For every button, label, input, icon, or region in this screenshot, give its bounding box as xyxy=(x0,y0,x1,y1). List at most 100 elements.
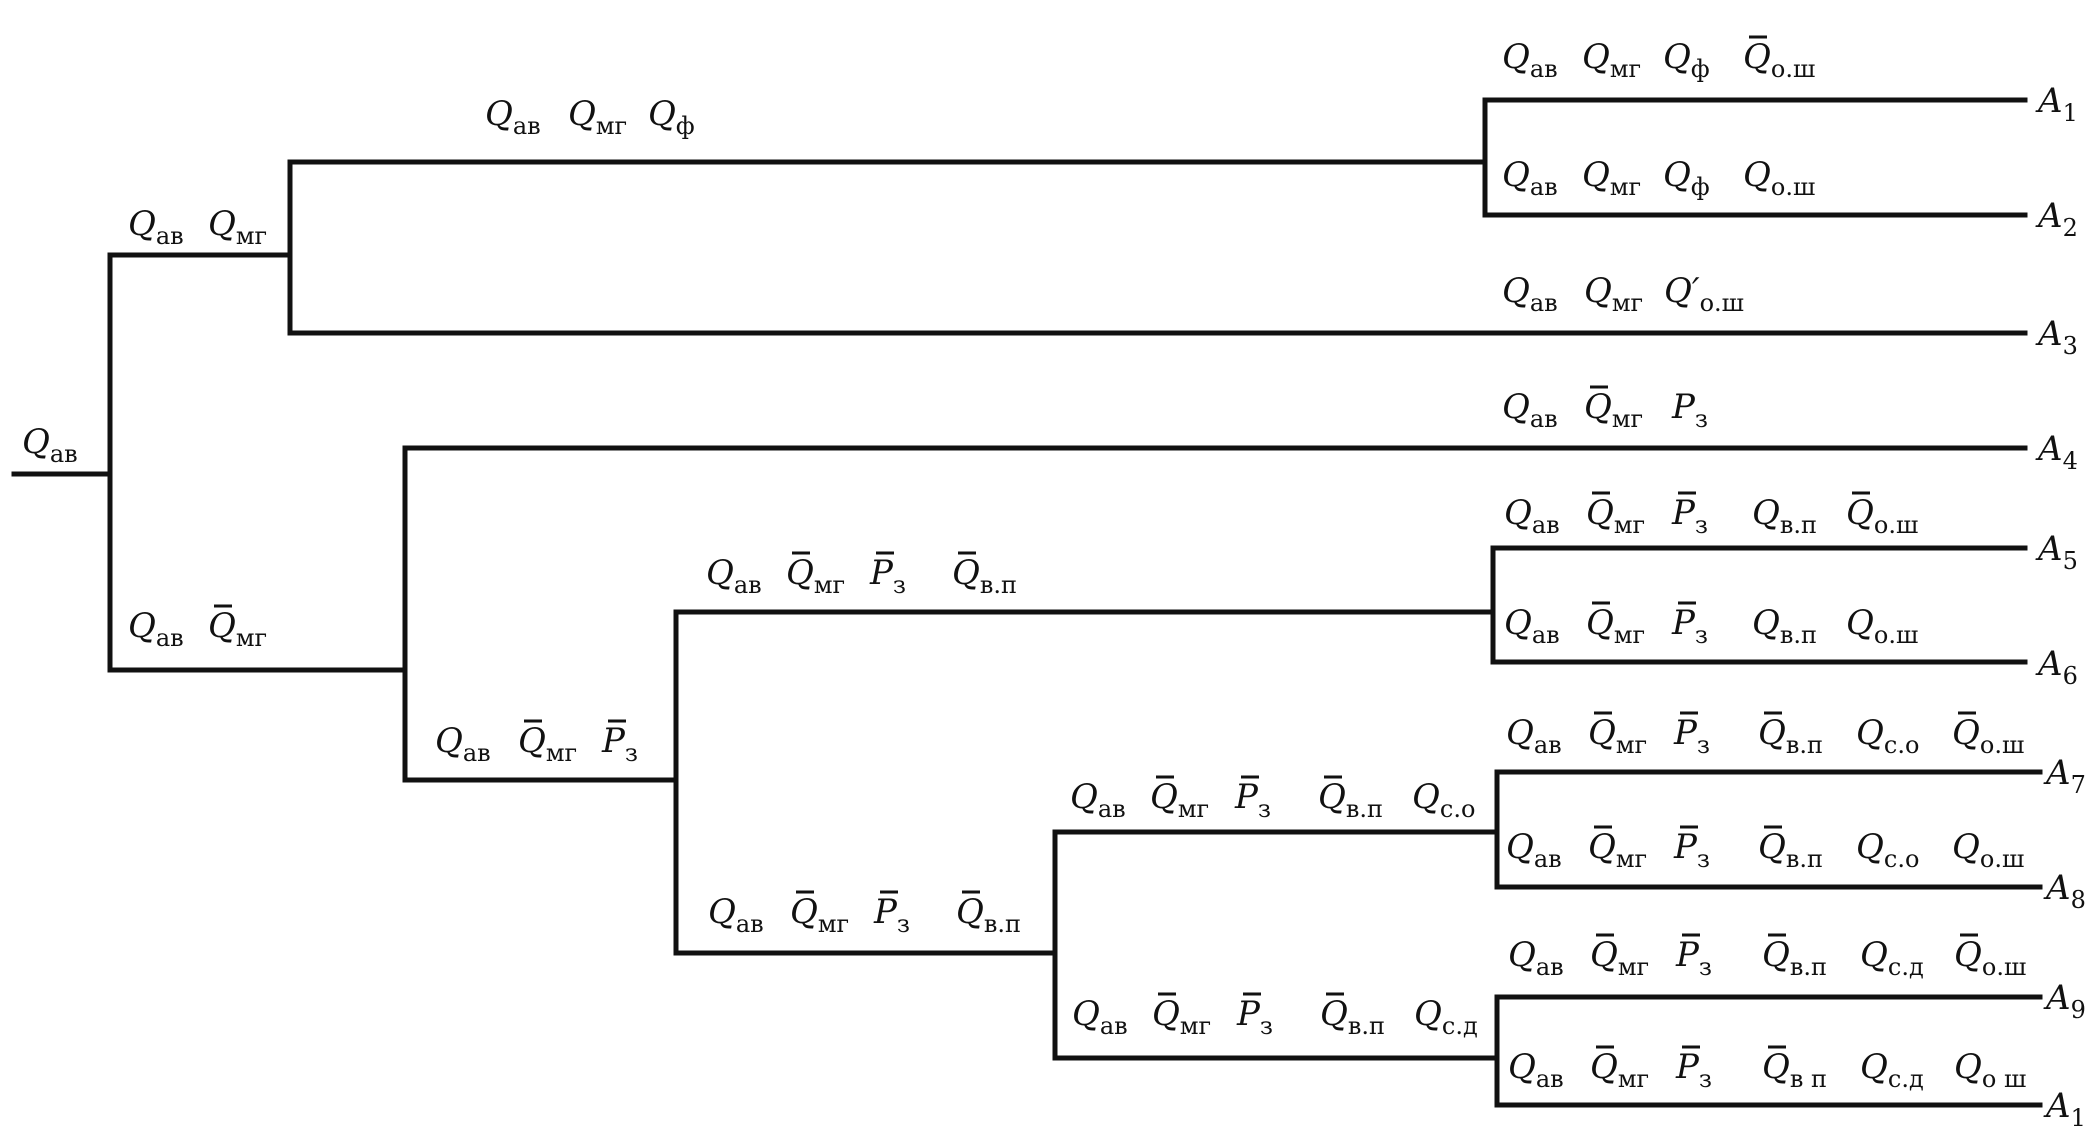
symbol-subscript: з xyxy=(897,910,910,938)
symbol-text: Pз xyxy=(1673,827,1710,873)
node-n5-symbol: Qв.п xyxy=(952,551,1017,599)
symbol-letter: Q xyxy=(1758,713,1786,753)
outcome-letter: A xyxy=(2035,644,2063,684)
symbol-letter: Q xyxy=(1586,603,1614,643)
symbol-letter: Q xyxy=(1954,1047,1982,1087)
symbol-letter: Q xyxy=(1856,713,1884,753)
leaf-A8-symbol: Qмг xyxy=(1588,825,1647,873)
node-n7-symbol: Qав xyxy=(1070,777,1126,823)
symbol-subscript: о.ш xyxy=(1980,731,2024,759)
symbol-subscript: ф xyxy=(1691,173,1710,201)
symbol-text: Pз xyxy=(601,721,638,767)
symbol-subscript: мг xyxy=(1618,953,1649,981)
outcome-label-A9: A9 xyxy=(2043,978,2086,1024)
outcome-index: 4 xyxy=(2063,447,2078,475)
symbol-text: Qмг xyxy=(208,204,267,250)
symbol-text: Pз xyxy=(1675,1047,1712,1093)
symbol-letter: P xyxy=(869,553,894,593)
symbol-letter: Q xyxy=(648,94,676,134)
symbol-subscript: о ш xyxy=(1982,1065,2026,1093)
symbol-subscript: мг xyxy=(1610,173,1641,201)
symbol-subscript: мг xyxy=(1616,845,1647,873)
symbol-text: Q′о.ш xyxy=(1664,271,1744,317)
symbol-subscript: ав xyxy=(463,739,491,767)
symbol-text: Qав xyxy=(1508,1047,1564,1093)
symbol-subscript: ав xyxy=(50,440,78,468)
leaf-A9-symbol: Qмг xyxy=(1590,933,1649,981)
leaf-A5-symbol: Qо.ш xyxy=(1846,491,1918,539)
outcome-label-A10: A1 xyxy=(2043,1086,2086,1132)
symbol-text: Qав xyxy=(706,553,762,599)
symbol-text: Qс.о xyxy=(1856,713,1919,759)
leaf-A10-symbol: Pз xyxy=(1675,1045,1712,1093)
symbol-text: Qмг xyxy=(1584,271,1643,317)
outcome-label-A4: A4 xyxy=(2035,429,2078,475)
symbol-subscript: в.п xyxy=(1790,953,1827,981)
leaf-A8-symbol: Pз xyxy=(1673,825,1710,873)
symbol-letter: P xyxy=(1675,935,1700,975)
symbol-text: Qмг xyxy=(1582,155,1641,201)
symbol-letter: Q xyxy=(208,204,236,244)
symbol-subscript: ав xyxy=(1530,289,1558,317)
symbol-letter: Q xyxy=(1590,935,1618,975)
outcome-letter: A xyxy=(2035,81,2063,121)
symbol-text: Qав xyxy=(1502,271,1558,317)
symbol-text: Qав xyxy=(708,892,764,938)
symbol-text: Qо.ш xyxy=(1743,37,1815,83)
symbol-letter: Q xyxy=(1582,155,1610,195)
symbol-subscript: ав xyxy=(156,222,184,250)
symbol-subscript: ав xyxy=(513,112,541,140)
symbol-text: Qф xyxy=(1663,37,1710,83)
leaf-A5-symbol: Pз xyxy=(1671,491,1708,539)
symbol-letter: Q xyxy=(1584,271,1612,311)
symbol-text: Qв.п xyxy=(1752,493,1817,539)
symbol-text: Qо.ш xyxy=(1846,603,1918,649)
symbol-text: Qав xyxy=(1070,777,1126,823)
symbol-subscript: ав xyxy=(1100,1012,1128,1040)
node-n4-symbol: Pз xyxy=(601,719,638,767)
leaf-A6-symbol: Qв.п xyxy=(1752,603,1817,649)
symbol-letter: P xyxy=(1673,827,1698,867)
symbol-text: Qв.п xyxy=(1318,777,1383,823)
node-n5-symbol: Pз xyxy=(869,551,906,599)
symbol-letter: Q xyxy=(128,204,156,244)
symbol-subscript: мг xyxy=(1178,795,1209,823)
symbol-text: Qс.д xyxy=(1860,935,1924,981)
outcome-letter: A xyxy=(2035,529,2063,569)
symbol-letter: P xyxy=(1234,777,1259,817)
symbol-subscript: ав xyxy=(1530,55,1558,83)
symbol-letter: Q xyxy=(128,606,156,646)
symbol-letter: Q xyxy=(1743,155,1771,195)
symbol-text: Qмг xyxy=(1586,493,1645,539)
symbol-subscript: ав xyxy=(1530,405,1558,433)
symbol-text: Qв.п xyxy=(1758,713,1823,759)
leaf-A7-symbol: Qо.ш xyxy=(1952,711,2024,759)
symbol-subscript: мг xyxy=(1614,621,1645,649)
symbol-letter: Q xyxy=(1506,827,1534,867)
symbol-letter: Q xyxy=(1504,493,1532,533)
outcome-index: 2 xyxy=(2063,214,2078,242)
tree-edges xyxy=(11,97,2043,1108)
symbol-subscript: в.п xyxy=(1780,621,1817,649)
symbol-letter: Q xyxy=(1320,994,1348,1034)
symbol-subscript: в п xyxy=(1790,1065,1827,1093)
leaf-A5-symbol: Qав xyxy=(1504,493,1560,539)
symbol-subscript: в.п xyxy=(1348,1012,1385,1040)
symbol-letter: Q xyxy=(1502,37,1530,77)
symbol-subscript: ав xyxy=(1532,511,1560,539)
symbol-text: Qв.п xyxy=(1320,994,1385,1040)
node-n1-symbol: Qмг xyxy=(208,204,267,250)
symbol-text: Qмг xyxy=(518,721,577,767)
node-n4-symbol: Qмг xyxy=(518,719,577,767)
leaf-A4-symbol: Qмг xyxy=(1584,385,1643,433)
symbol-text: Qав xyxy=(435,721,491,767)
leaf-A3-symbol: Qав xyxy=(1502,271,1558,317)
symbol-text: Pз xyxy=(1236,994,1273,1040)
symbol-letter: Q xyxy=(1952,827,1980,867)
symbol-letter: Q xyxy=(1752,603,1780,643)
symbol-text: Qв.п xyxy=(1752,603,1817,649)
symbol-letter: Q xyxy=(706,553,734,593)
symbol-letter: Q xyxy=(1588,713,1616,753)
symbol-text: Qс.о xyxy=(1412,777,1475,823)
